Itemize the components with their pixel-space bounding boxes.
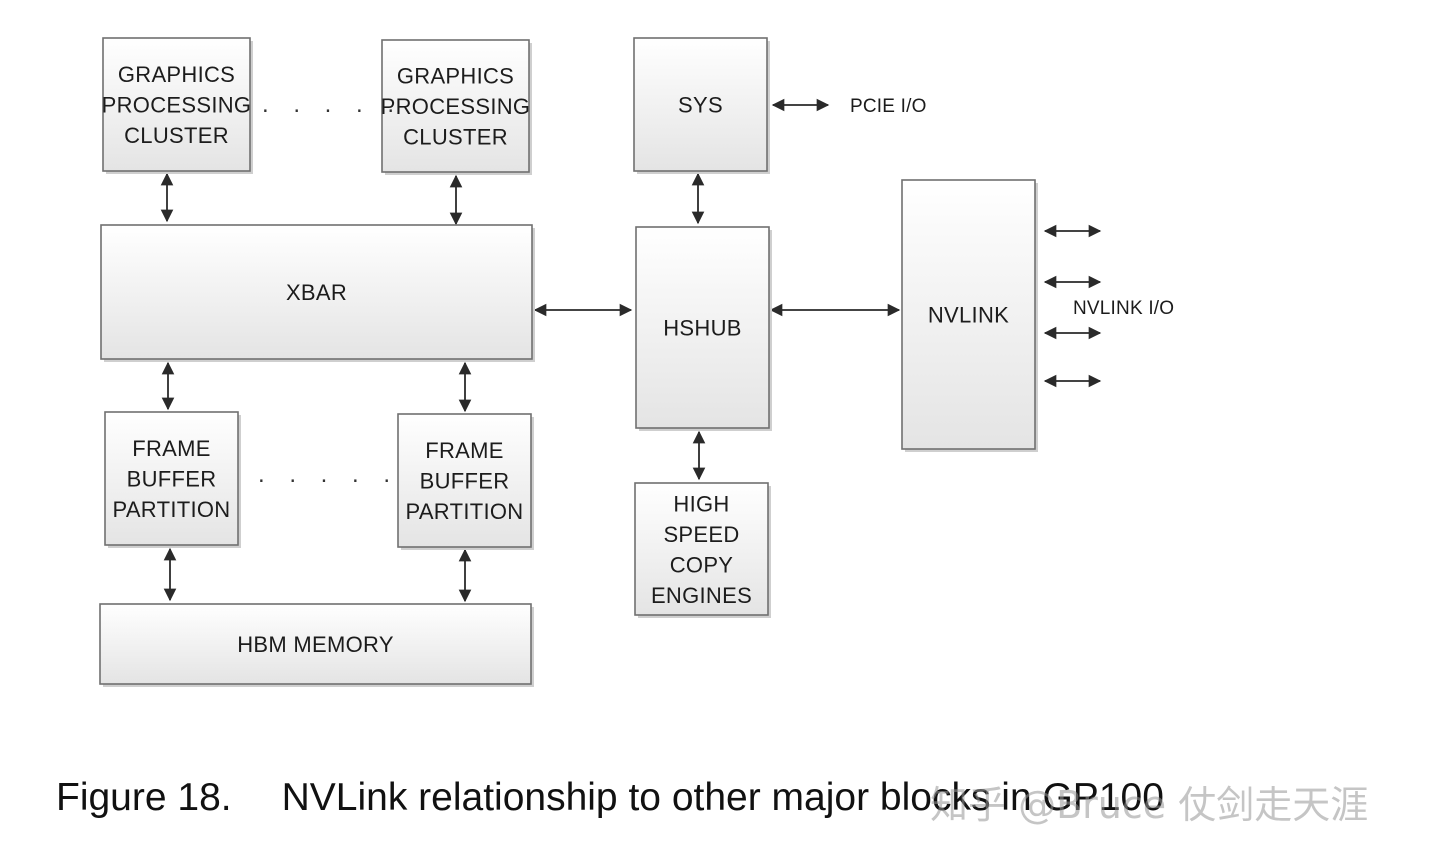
gpc-left-label-line: CLUSTER (124, 123, 229, 148)
fbp-right-box (397, 413, 532, 548)
nvlink-box (901, 179, 1036, 450)
hbm-box (99, 603, 532, 685)
gpc-left-box (102, 37, 251, 172)
gpc-right-label-line: CLUSTER (403, 125, 508, 150)
fbp-right-label-line: FRAME (425, 438, 504, 463)
sys-box (633, 37, 768, 172)
xbar-label-line: XBAR (286, 280, 347, 305)
fbp-left-label-line: FRAME (132, 436, 211, 461)
copy-engines-box (634, 482, 769, 616)
hshub-label-line: HSHUB (663, 316, 742, 341)
copy-engines-label-line: HIGH (673, 491, 729, 516)
copy-engines-label-line: COPY (670, 552, 734, 577)
copy-engines-block: HIGH SPEED COPY ENGINES (634, 482, 771, 618)
hbm-block: HBM MEMORY (99, 603, 534, 687)
gpc-left-label-line: GRAPHICS (118, 62, 235, 87)
copy-engines-label-line: ENGINES (651, 583, 752, 608)
sys-label-line: SYS (678, 93, 723, 118)
copy-engines-label-line: SPEED (663, 522, 739, 547)
watermark: 知乎 @Bruce 仗剑走天涯 (930, 783, 1369, 827)
xbar-block: XBAR (100, 224, 535, 362)
blocks: GRAPHICS PROCESSING CLUSTER GRAPHICS PROCESS… (99, 37, 1038, 687)
nvlink-io-label: NVLINK I/O (1073, 298, 1174, 319)
fbp-left-box (104, 411, 239, 546)
fbp-left-label-line: PARTITION (112, 497, 230, 522)
hshub-box (635, 226, 770, 429)
figure-number: Figure 18. (56, 776, 232, 819)
hshub-block: HSHUB (635, 226, 772, 431)
nvlink-label-line: NVLINK (928, 303, 1009, 328)
fbp-right-block: FRAME BUFFER PARTITION (397, 413, 534, 550)
gpc-right-box (381, 39, 530, 173)
fbp-left-block: FRAME BUFFER PARTITION (104, 411, 241, 548)
sys-block: SYS (633, 37, 770, 174)
hbm-label-line: HBM MEMORY (237, 632, 394, 657)
fbp-right-label-line: PARTITION (405, 499, 523, 524)
gpc-right-label-line: GRAPHICS (397, 64, 514, 89)
connectors (160, 98, 1102, 603)
gpc-left-block: GRAPHICS PROCESSING CLUSTER (102, 37, 253, 174)
gpc-ellipsis: . . . . . (262, 91, 403, 118)
fbp-right-label-line: BUFFER (420, 469, 510, 494)
xbar-box (100, 224, 533, 360)
gpc-right-label-line: PROCESSING (381, 94, 531, 119)
gpc-right-block: GRAPHICS PROCESSING CLUSTER (381, 39, 532, 175)
gpc-left-label-line: PROCESSING (102, 93, 252, 118)
figure-caption-text: NVLink relationship to other major block… (281, 776, 1164, 819)
nvlink-block: NVLINK (901, 179, 1038, 452)
figure-caption: Figure 18. NVLink relationship to other m… (56, 776, 1164, 820)
fbp-left-label-line: BUFFER (127, 467, 217, 492)
fbp-ellipsis: . . . . . (258, 461, 399, 488)
pcie-io-label: PCIE I/O (850, 96, 927, 117)
